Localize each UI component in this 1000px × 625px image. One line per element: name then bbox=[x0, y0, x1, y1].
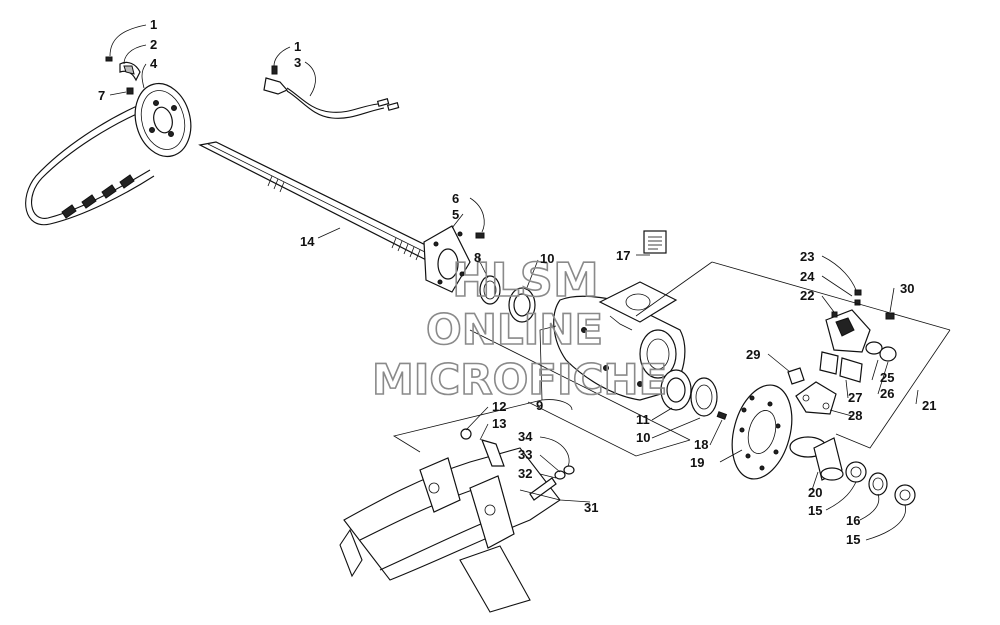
speed-sensor bbox=[263, 65, 400, 119]
spring-29 bbox=[787, 367, 805, 385]
warning-decal-17 bbox=[643, 230, 667, 254]
callout-4: 4 bbox=[150, 56, 158, 71]
callout-20: 20 bbox=[808, 485, 822, 500]
callout-31: 31 bbox=[584, 500, 598, 515]
washer-16 bbox=[868, 472, 888, 496]
bolt-6 bbox=[475, 232, 485, 239]
nut-15-upper bbox=[845, 461, 867, 483]
callout-17: 17 bbox=[616, 248, 630, 263]
bolt-22 bbox=[831, 311, 838, 318]
callout-1-sprocket-bolt: 1 bbox=[150, 17, 157, 32]
leader-lines bbox=[109, 24, 951, 541]
rear-axle-shaft bbox=[198, 141, 453, 271]
brake-caliper bbox=[825, 309, 897, 362]
callout-16: 16 bbox=[846, 513, 860, 528]
callout-34: 34 bbox=[518, 429, 533, 444]
callout-22: 22 bbox=[800, 288, 814, 303]
brake-disc bbox=[731, 384, 793, 480]
drive-sprocket bbox=[134, 82, 192, 158]
callout-5: 5 bbox=[452, 207, 459, 222]
callout-1-sensor-bolt: 1 bbox=[294, 39, 301, 54]
callout-21: 21 bbox=[922, 398, 936, 413]
callout-13: 13 bbox=[492, 416, 506, 431]
nut-15-lower bbox=[894, 484, 916, 506]
bolt-1-top-left bbox=[105, 56, 113, 62]
watermark-line-2: ONLINE bbox=[426, 305, 603, 354]
callout-9: 9 bbox=[536, 398, 543, 413]
callout-23: 23 bbox=[800, 249, 814, 264]
bearing-10-upper bbox=[508, 287, 536, 323]
callout-14: 14 bbox=[300, 234, 315, 249]
callout-33: 33 bbox=[518, 447, 532, 462]
callout-15-lower: 15 bbox=[846, 532, 860, 547]
callout-19: 19 bbox=[690, 455, 704, 470]
callout-28: 28 bbox=[848, 408, 862, 423]
callout-10-upper: 10 bbox=[540, 251, 554, 266]
nut-7 bbox=[126, 87, 134, 95]
callout-11: 11 bbox=[636, 412, 650, 427]
callout-2: 2 bbox=[150, 37, 157, 52]
swing-arm-frame bbox=[339, 447, 561, 613]
callout-27: 27 bbox=[848, 390, 862, 405]
bolt-13 bbox=[460, 428, 505, 467]
watermark: HLSM ONLINE MICROFICHE bbox=[371, 252, 668, 405]
seal-10-lower bbox=[690, 377, 718, 417]
watermark-line-1: HLSM bbox=[452, 253, 599, 307]
callout-12: 12 bbox=[492, 399, 506, 414]
callout-18: 18 bbox=[694, 437, 708, 452]
callout-26: 26 bbox=[880, 386, 894, 401]
bearing-11 bbox=[660, 369, 692, 411]
callout-10-lower: 10 bbox=[636, 430, 650, 445]
bracket-2 bbox=[119, 61, 141, 82]
callout-7: 7 bbox=[98, 88, 105, 103]
callout-15-upper: 15 bbox=[808, 503, 822, 518]
callout-24: 24 bbox=[800, 269, 815, 284]
callout-3: 3 bbox=[294, 55, 301, 70]
watermark-line-3: MICROFICHE bbox=[372, 355, 667, 404]
callout-32: 32 bbox=[518, 466, 532, 481]
brake-pads bbox=[819, 351, 863, 383]
seal-8 bbox=[479, 275, 501, 305]
callout-30: 30 bbox=[900, 281, 914, 296]
callout-25: 25 bbox=[880, 370, 894, 385]
caliper-bracket-28 bbox=[795, 381, 837, 415]
callout-29: 29 bbox=[746, 347, 760, 362]
callout-labels: 1 2 4 7 1 3 6 5 14 8 10 17 23 24 22 30 2… bbox=[98, 17, 936, 547]
wheel-hub-20 bbox=[789, 436, 844, 481]
bearing-flange bbox=[423, 225, 471, 293]
screw-18 bbox=[716, 411, 728, 420]
axle-housing bbox=[553, 281, 686, 401]
bolt-34-assembly bbox=[529, 465, 575, 501]
callout-6: 6 bbox=[452, 191, 459, 206]
callout-8: 8 bbox=[474, 250, 481, 265]
drive-chain bbox=[25, 101, 155, 226]
